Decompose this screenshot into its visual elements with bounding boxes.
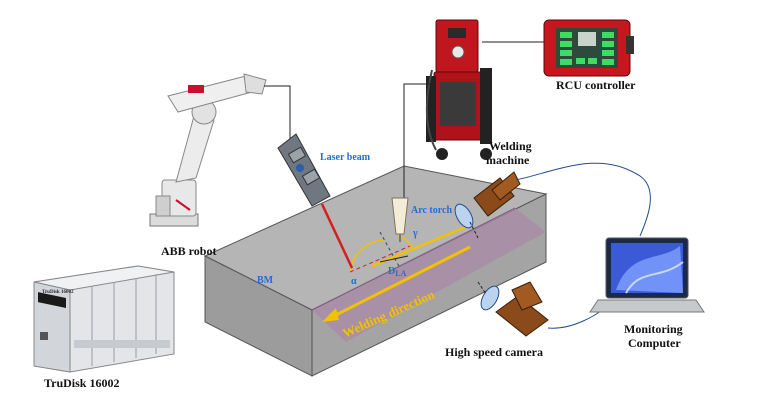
weld-seam-bevel — [312, 208, 546, 342]
welding-direction-arrow — [322, 224, 471, 322]
arc-torch-icon — [391, 197, 409, 242]
dla-label: DLA — [388, 266, 407, 278]
rcu-controller-icon — [543, 19, 634, 77]
welding-machine-icon — [425, 19, 492, 160]
monitoring-label-line1: Monitoring — [624, 322, 683, 336]
machine-to-torch-connector — [403, 83, 432, 200]
gamma-label: γ — [412, 228, 418, 239]
trudisk-badge-text: TruDisk 16002 — [42, 290, 74, 295]
welding-machine-label-line2: machine — [486, 153, 530, 167]
rcu-controller-label: RCU controller — [556, 78, 636, 92]
monitoring-label-line2: Computer — [628, 336, 681, 350]
dla-main: D — [388, 266, 395, 277]
arc-torch-label: Arc torch — [411, 205, 452, 216]
robot-to-laser-connector — [264, 85, 291, 142]
upper-camera-icon — [454, 171, 521, 239]
upper-camera-cable — [515, 162, 651, 237]
alpha-label: α — [351, 276, 357, 287]
laser-beam-line — [320, 203, 354, 269]
welding-machine-label-line1: Welding — [489, 139, 532, 153]
laser-source-cabinet-icon: TruDisk 16002 — [33, 265, 175, 373]
laser-beam-label: Laser beam — [320, 152, 371, 163]
laptop-icon — [589, 237, 705, 313]
high-speed-camera-label: High speed camera — [445, 345, 543, 359]
dla-subscript: LA — [395, 269, 406, 278]
weld-seam-line — [311, 207, 516, 311]
lower-camera-icon — [477, 281, 549, 337]
laser-head-icon — [277, 133, 331, 207]
robot-arm-icon — [149, 73, 267, 227]
abb-robot-label: ABB robot — [161, 244, 216, 258]
trudisk-label: TruDisk 16002 — [44, 376, 119, 390]
bm-label: BM — [257, 275, 274, 286]
base-metal-plate — [203, 165, 548, 377]
